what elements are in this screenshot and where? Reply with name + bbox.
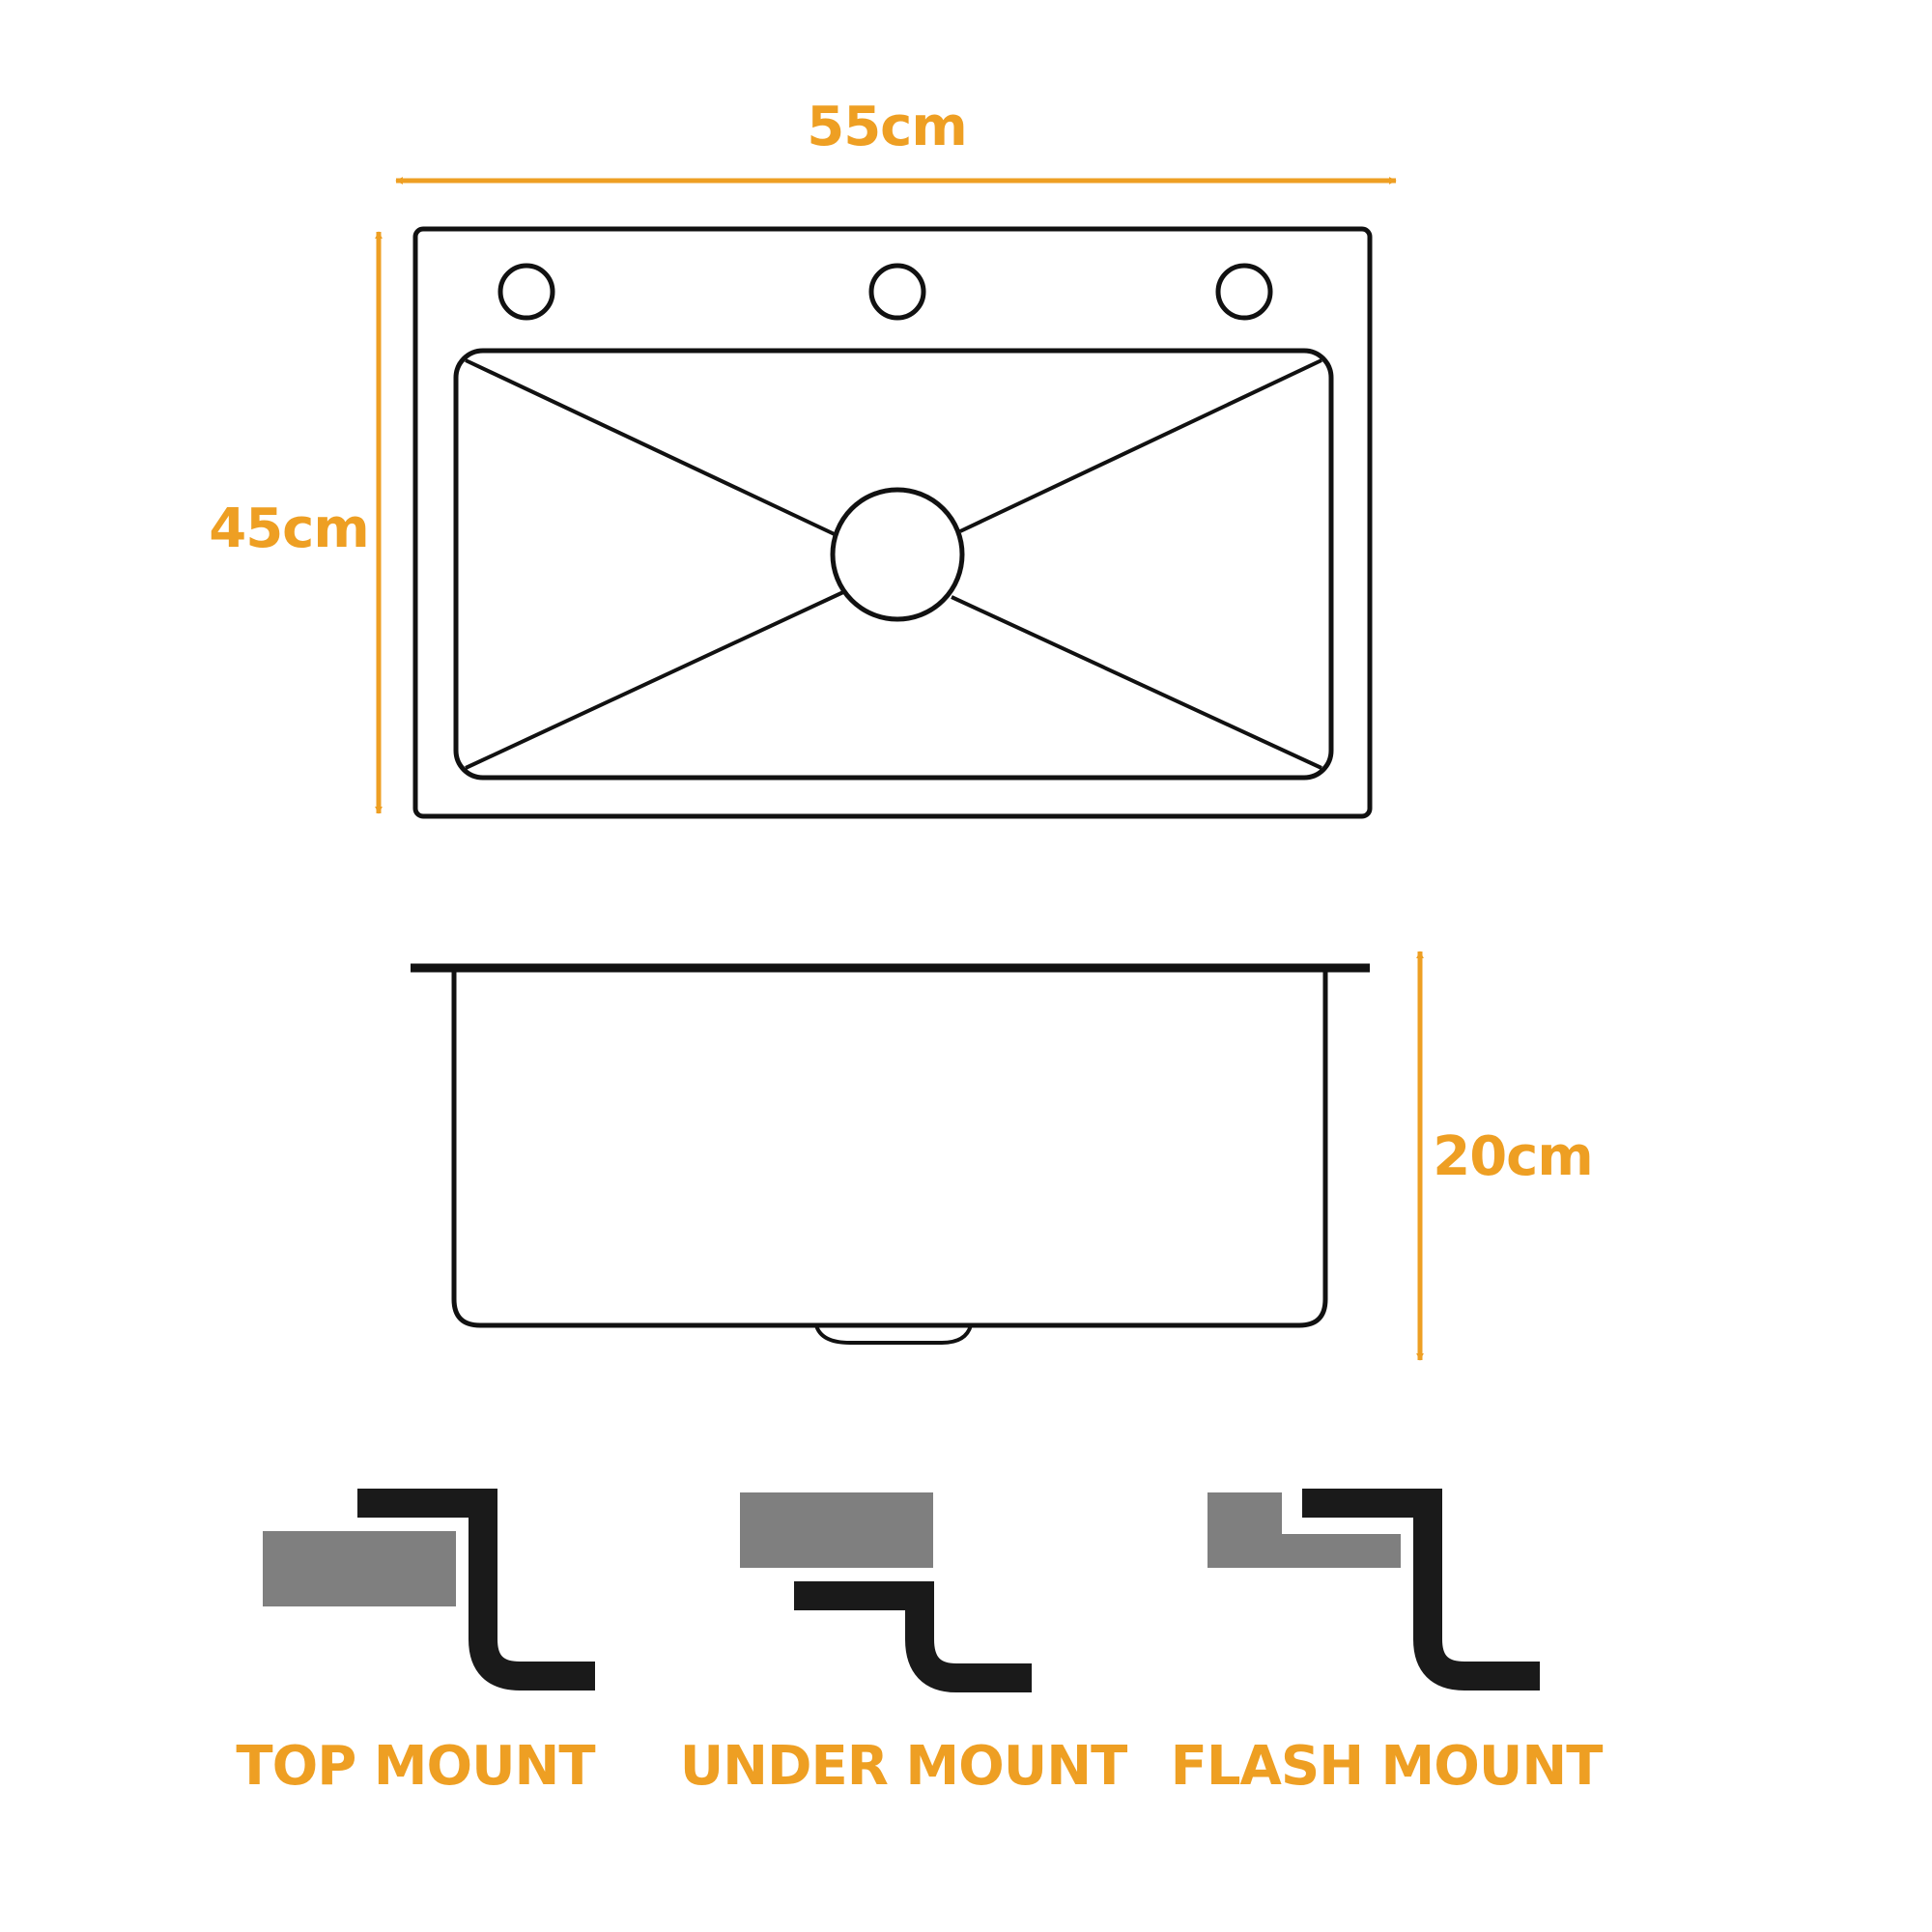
countertop-block	[263, 1531, 456, 1606]
faucet-hole-center	[868, 263, 926, 321]
height-dimension: 20cm	[1416, 951, 1594, 1361]
width-label: 55cm	[807, 96, 966, 158]
basin-slope-line	[465, 590, 844, 770]
basin-slope-line	[465, 358, 839, 538]
mount-label: FLASH MOUNT	[1171, 1735, 1604, 1798]
basin-slope-line	[959, 358, 1322, 533]
sink-edge-profile	[357, 1489, 595, 1690]
countertop-block	[1208, 1492, 1401, 1568]
sink-side-body	[451, 972, 1328, 1328]
sink-side-view	[411, 963, 1370, 1345]
sink-edge-profile	[794, 1581, 1032, 1692]
depth-dimension: 45cm	[209, 231, 383, 814]
mount-top: TOP MOUNT	[236, 1489, 596, 1798]
countertop-block	[740, 1492, 933, 1568]
faucet-hole-right	[1215, 263, 1273, 321]
mount-label: UNDER MOUNT	[680, 1735, 1127, 1798]
drain-hole	[830, 487, 965, 622]
width-dimension: 55cm	[395, 96, 1397, 185]
sink-drain-bulge	[814, 1324, 973, 1345]
mount-under: UNDER MOUNT	[680, 1492, 1128, 1798]
sink-edge-profile	[1302, 1489, 1540, 1690]
mount-flash: FLASH MOUNT	[1171, 1489, 1604, 1798]
faucet-hole-left	[497, 263, 555, 321]
depth-label: 45cm	[209, 497, 368, 560]
basin-slope-line	[951, 595, 1322, 770]
sink-outer-rim	[412, 226, 1373, 819]
mount-label: TOP MOUNT	[236, 1735, 595, 1798]
sink-basin-outline	[453, 348, 1334, 781]
sink-top-view	[412, 226, 1373, 819]
height-label: 20cm	[1433, 1125, 1592, 1188]
